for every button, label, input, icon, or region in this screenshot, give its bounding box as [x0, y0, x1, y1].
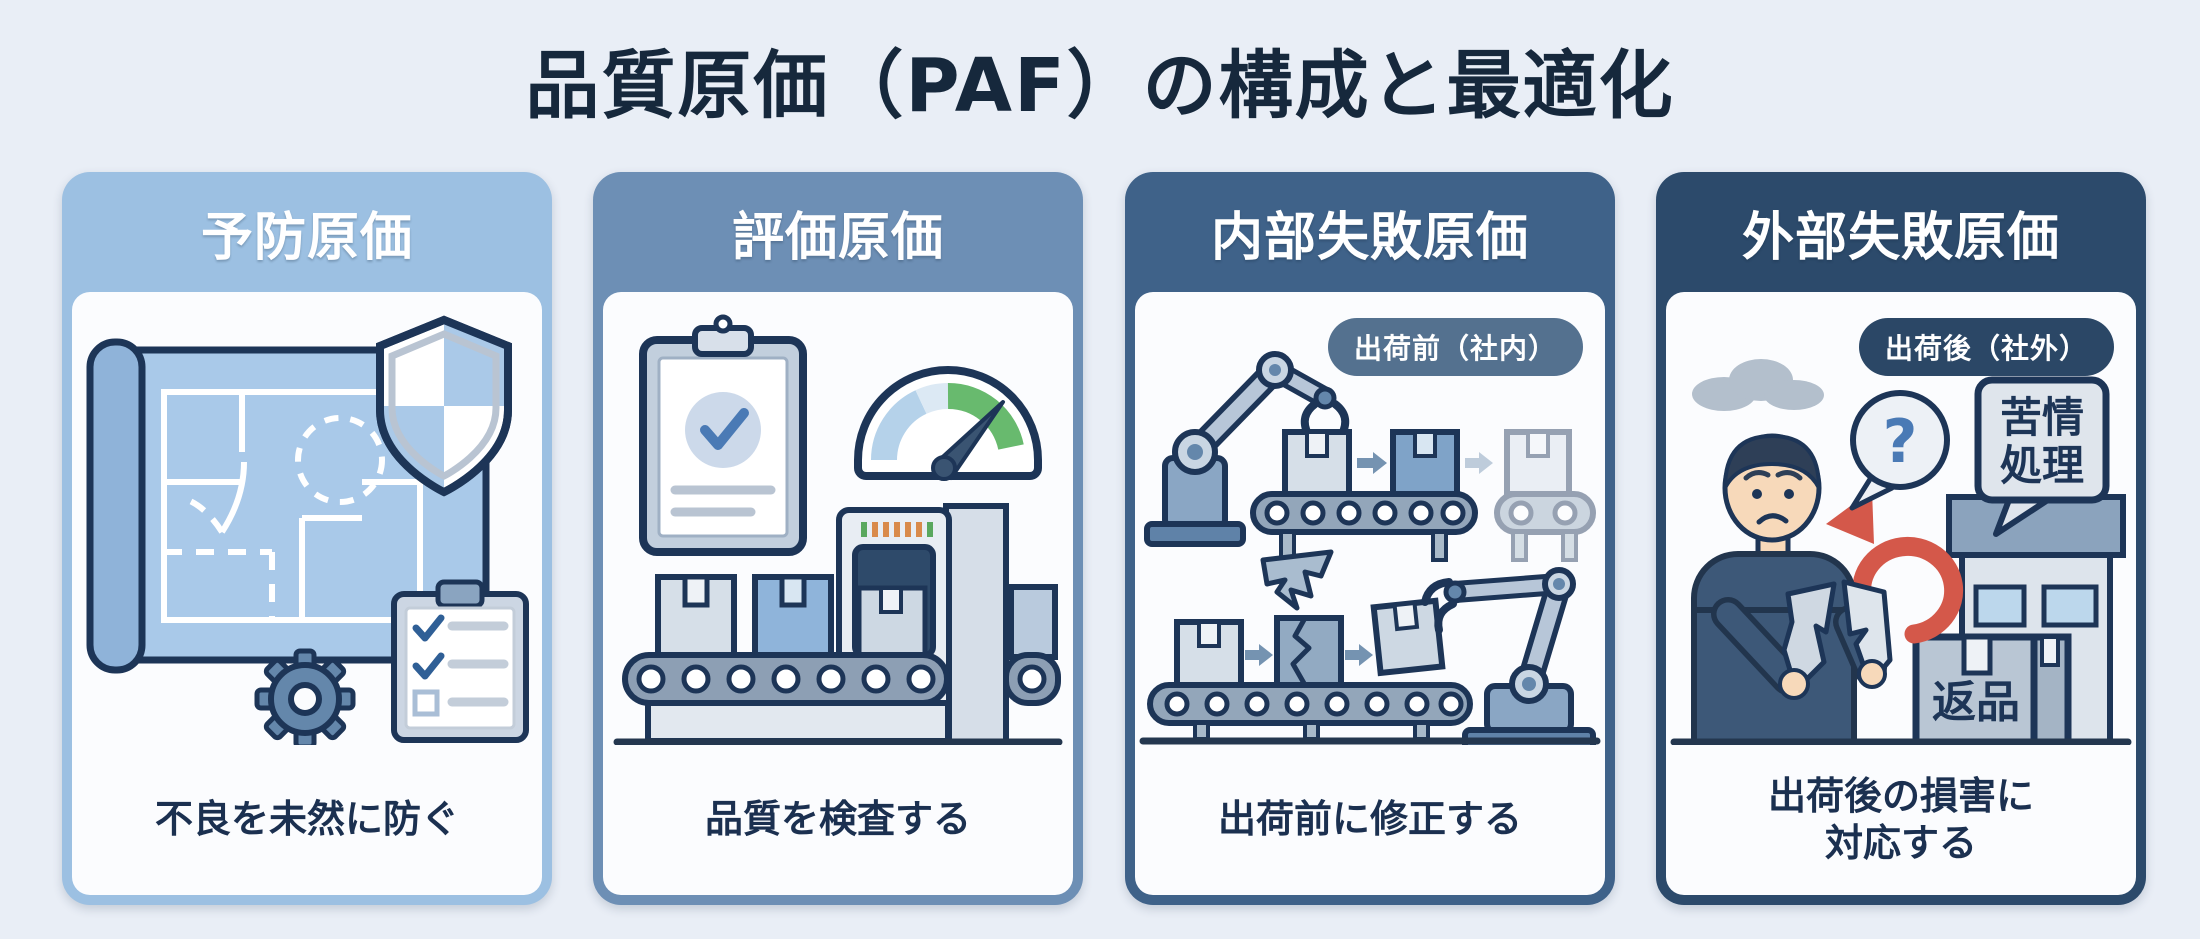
card-appraisal-caption: 品質を検査する — [704, 797, 971, 842]
question-bubble-icon: ? — [1849, 390, 1950, 511]
prevention-illustration — [72, 292, 542, 745]
shield-icon — [376, 315, 512, 497]
card-external-failure-caption: 出荷後の損害に 対応する — [1767, 773, 2034, 866]
gear-icon — [254, 648, 356, 745]
conveyor-icon — [1250, 429, 1596, 562]
external-failure-illustration: 苦情 処理 返品 — [1666, 292, 2136, 745]
card-internal-failure-body: 出荷前（社内） 出荷前に修正する — [1135, 292, 1605, 895]
card-external-failure-body: 苦情 処理 返品 — [1666, 292, 2136, 895]
broken-box-icon — [1147, 597, 1473, 741]
complaint-bubble-icon: 苦情 処理 — [1974, 376, 2110, 537]
conveyor-icon — [613, 574, 1063, 745]
arrow-icon — [1357, 452, 1387, 474]
arrow-icon — [1345, 644, 1373, 666]
card-appraisal: 評価原価 — [593, 172, 1083, 905]
checklist-icon — [391, 579, 529, 743]
complaint-label-line2: 処理 — [2000, 441, 2084, 490]
card-internal-failure: 内部失敗原価 — [1125, 172, 1615, 905]
arrow-icon — [1245, 644, 1273, 666]
complaint-label-line1: 苦情 — [2000, 393, 2084, 442]
card-prevention: 予防原価 — [62, 172, 552, 905]
return-box-label: 返品 — [1932, 677, 2020, 728]
broken-item-icon — [1781, 579, 1893, 693]
worried-customer-icon — [1691, 433, 1893, 745]
card-prevention-header: 予防原価 — [200, 207, 413, 268]
clipboard-check-icon — [639, 314, 807, 556]
card-appraisal-header: 評価原価 — [731, 207, 944, 268]
card-prevention-body: 不良を未然に防ぐ — [72, 292, 542, 895]
card-external-failure: 外部失敗原価 — [1656, 172, 2146, 905]
appraisal-illustration — [603, 292, 1073, 745]
faded-conveyor-icon — [1465, 429, 1596, 562]
page-title: 品質原価（PAF）の構成と最適化 — [525, 43, 1675, 129]
machine-indicator-lights — [861, 522, 933, 537]
robot-arm-icon — [1421, 567, 1596, 745]
question-mark-label: ? — [1883, 407, 1918, 477]
card-internal-failure-caption: 出荷前に修正する — [1217, 797, 1522, 842]
card-internal-failure-header: 内部失敗原価 — [1210, 207, 1529, 268]
external-failure-badge: 出荷後（社外） — [1858, 318, 2114, 376]
card-prevention-caption: 不良を未然に防ぐ — [154, 797, 459, 842]
broken-piece-icon — [1260, 549, 1334, 611]
card-appraisal-body: 品質を検査する — [603, 292, 1073, 895]
card-external-failure-header: 外部失敗原価 — [1741, 207, 2060, 268]
cloud-icon — [1692, 359, 1824, 411]
robot-arm-icon — [1144, 351, 1350, 547]
internal-failure-illustration — [1135, 292, 1605, 745]
return-box-icon: 返品 — [1912, 633, 2072, 745]
internal-failure-badge: 出荷前（社内） — [1327, 318, 1583, 376]
gauge-icon — [854, 366, 1042, 481]
